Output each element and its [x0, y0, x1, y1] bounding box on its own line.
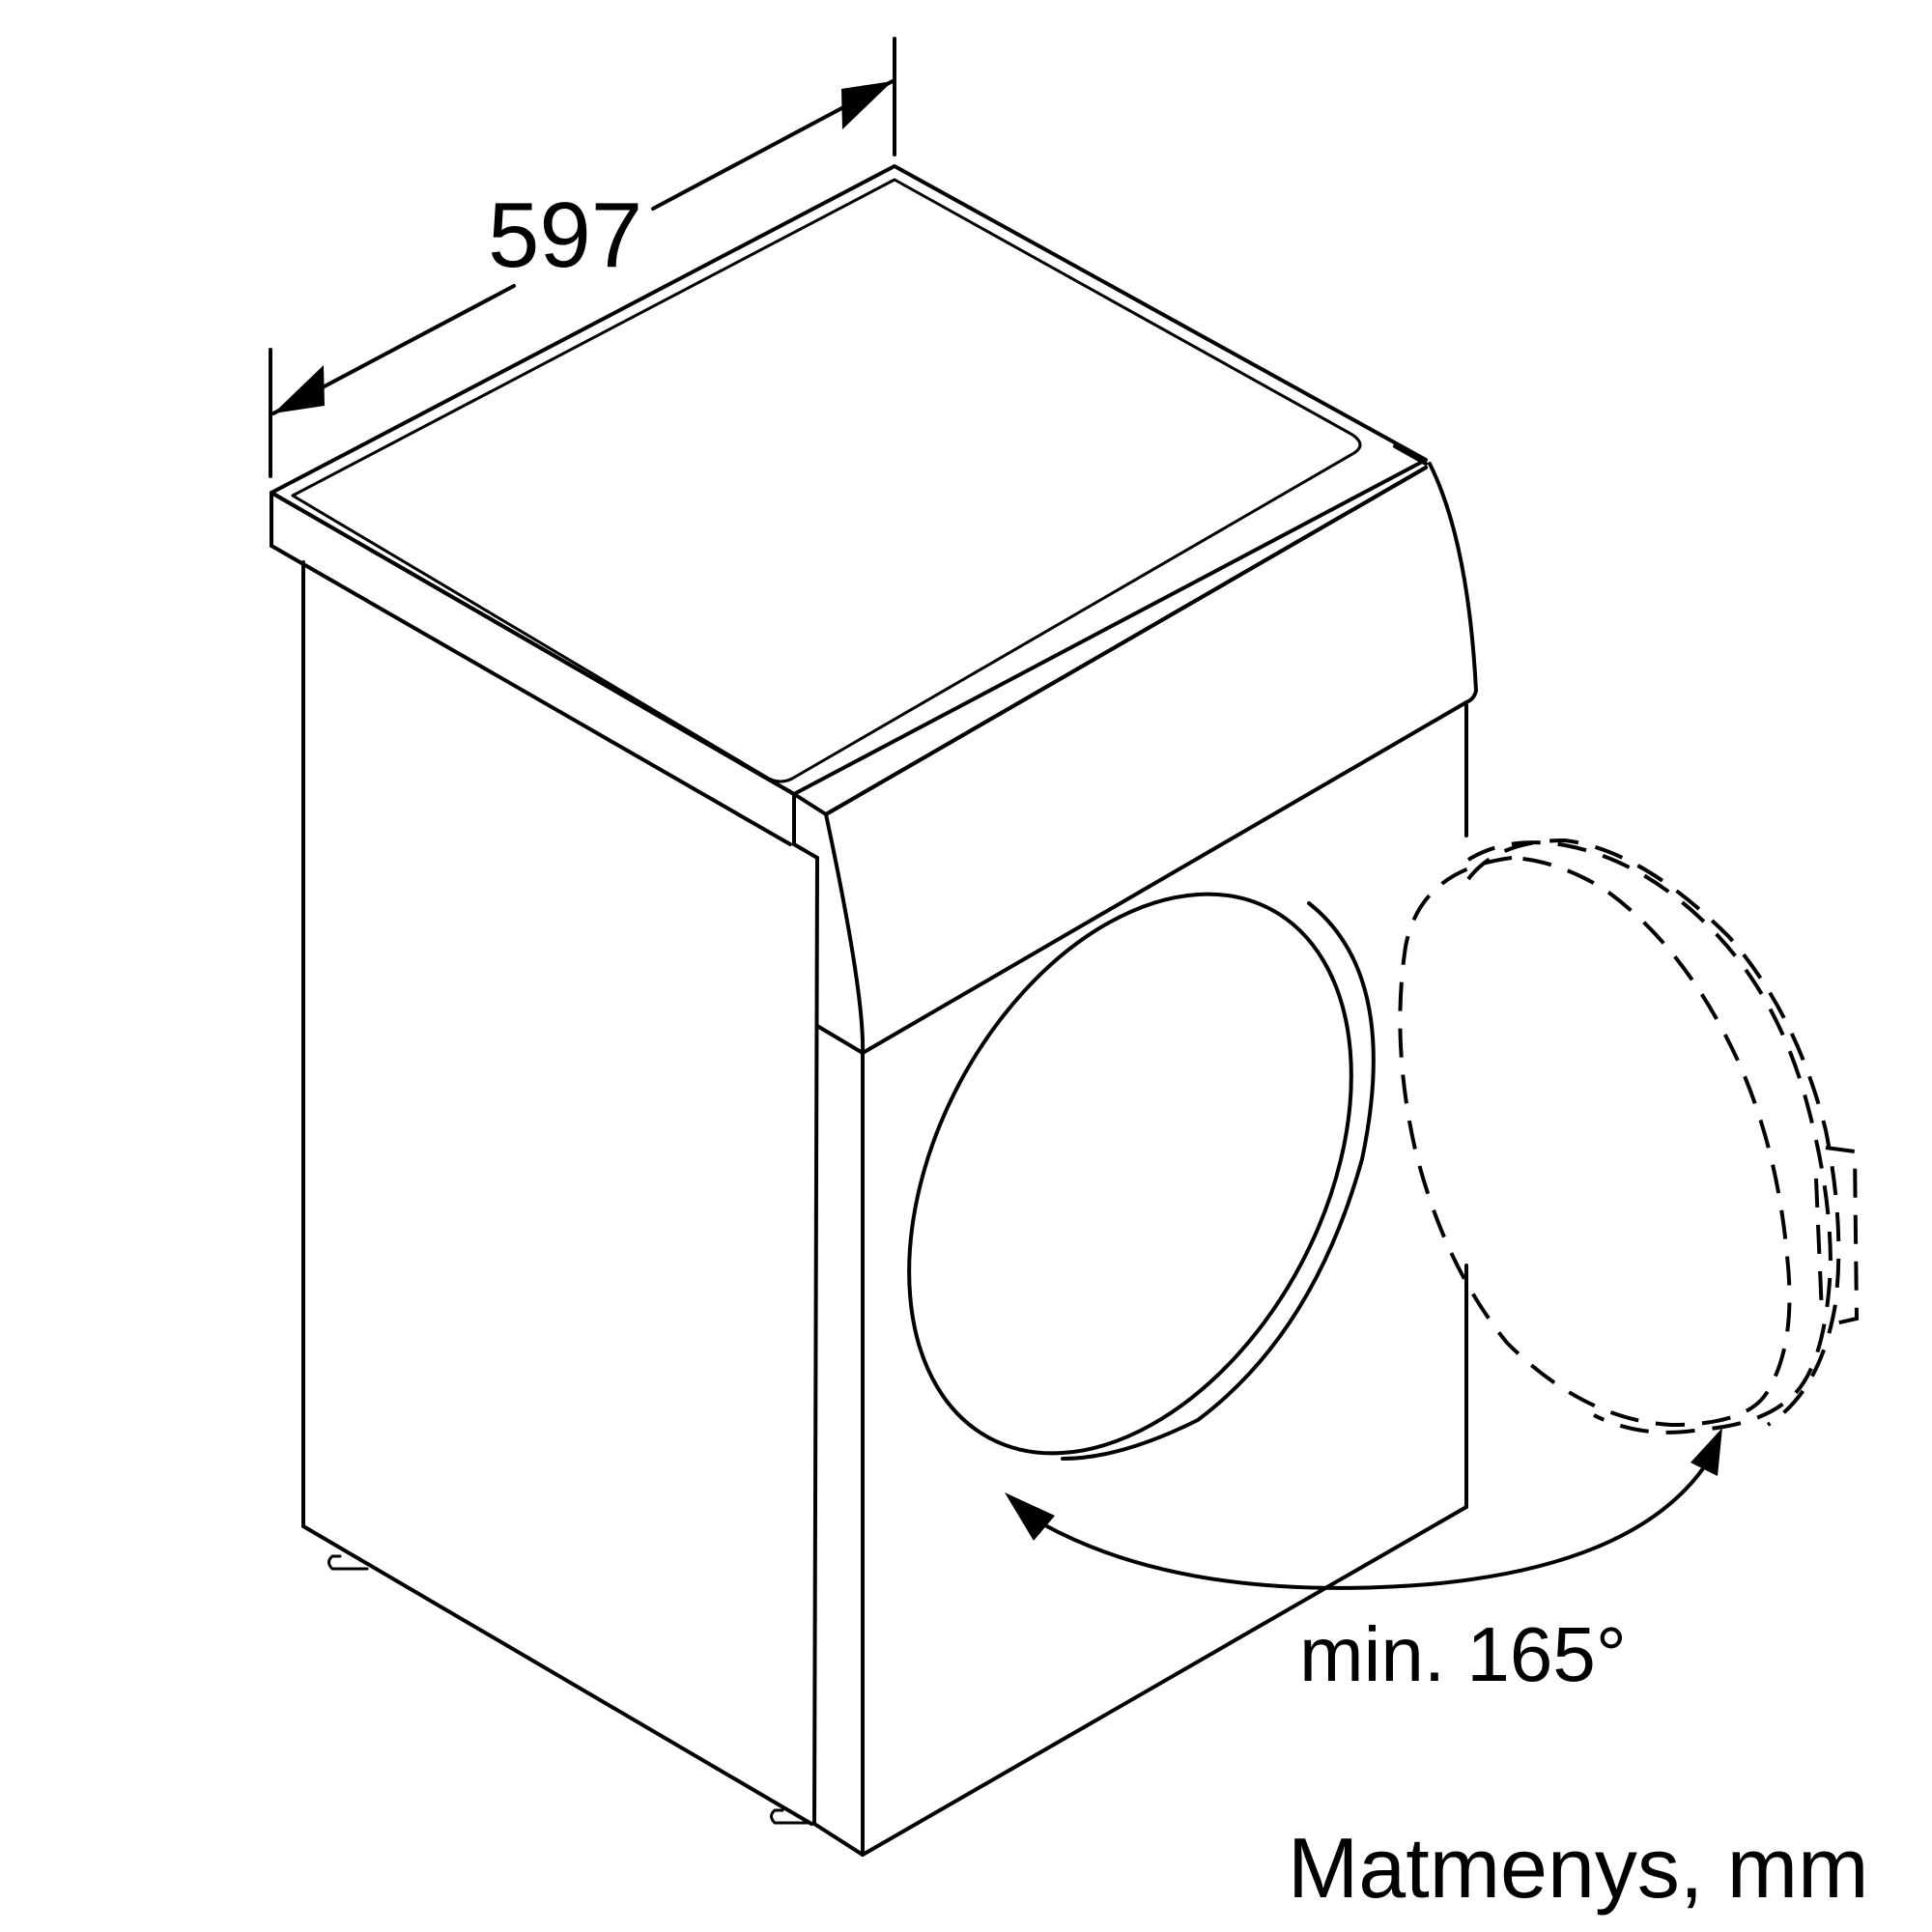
foot-front-icon	[770, 1808, 811, 1825]
control-panel-top-edge	[824, 466, 1428, 816]
open-door-back-rim	[1466, 838, 1841, 1427]
front-panel	[812, 462, 1478, 1857]
open-door-hinge	[1825, 1146, 1860, 1325]
top-rim-corner-2	[792, 792, 828, 816]
front-panel-bevel-top	[815, 1024, 865, 1055]
open-door-front-rim	[1398, 856, 1792, 1428]
front-panel-bottom-edge	[861, 1505, 1468, 1857]
door-angle-label: min. 165°	[1299, 1611, 1627, 1697]
width-dimension: 597	[269, 37, 896, 478]
units-caption: Matmenys, mm	[1288, 1820, 1868, 1916]
top-panel-inner-edge	[291, 178, 1362, 783]
front-panel-bottom-bevel	[812, 1822, 865, 1857]
control-panel-bottom-edge	[861, 700, 1468, 1055]
open-door-outer-rim	[1466, 840, 1833, 1435]
width-arrow-right-icon	[841, 81, 893, 129]
door-swing-arrowhead-left-icon	[1005, 1492, 1055, 1541]
door-swing-arc	[1041, 1457, 1712, 1590]
side-panel-front-edge	[812, 856, 819, 1826]
feet	[327, 1554, 811, 1825]
side-panel-bottom-edge	[301, 1524, 813, 1826]
control-panel-curve-right	[1428, 462, 1478, 693]
door-swing-arrow	[1005, 1428, 1722, 1590]
side-panel-corner-step	[792, 842, 819, 860]
width-label: 597	[488, 184, 642, 287]
width-arrow-left-icon	[273, 365, 325, 413]
top-rim-right-end	[1393, 444, 1428, 466]
open-door	[1398, 838, 1860, 1435]
door-opening	[907, 892, 1376, 1461]
door-opening-inner-ring	[907, 892, 1353, 1456]
side-panel	[301, 560, 819, 1826]
control-panel-corner-right	[1464, 689, 1478, 704]
open-door-hinge-inner	[1814, 1178, 1824, 1315]
door-opening-outer-ring	[1061, 901, 1376, 1461]
top-panel-outline	[270, 164, 1428, 796]
control-panel-curve-left	[824, 812, 866, 1055]
top-rim-left-lower	[270, 544, 792, 846]
top-panel	[270, 164, 1428, 846]
foot-back-icon	[327, 1554, 369, 1571]
door-swing-arrowhead-right-icon	[1690, 1428, 1722, 1476]
top-front-edge-left	[270, 491, 796, 796]
